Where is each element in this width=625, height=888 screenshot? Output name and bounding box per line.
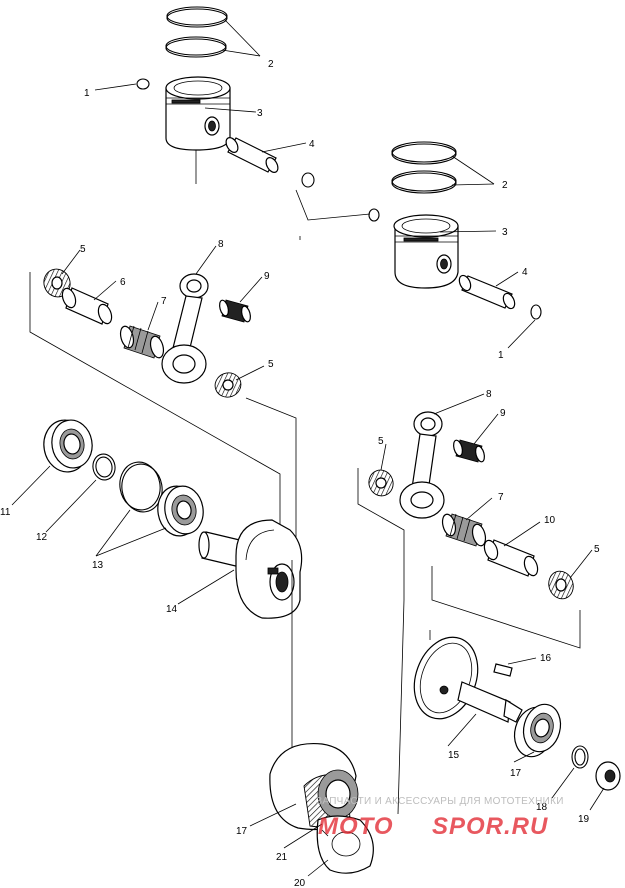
connecting-rod-right bbox=[399, 411, 445, 519]
outer-bearing-right bbox=[595, 761, 621, 791]
part-label: 9 bbox=[264, 271, 270, 282]
part-label: 1 bbox=[84, 88, 90, 99]
woodruff-key bbox=[493, 663, 513, 677]
part-label: 7 bbox=[498, 492, 504, 503]
part-label: 2 bbox=[502, 180, 508, 191]
part-label: 10 bbox=[544, 515, 556, 526]
piston-ring-right-lower bbox=[391, 170, 457, 194]
bearing-sleeve-right bbox=[483, 539, 539, 577]
circlip-left-upper bbox=[136, 78, 150, 90]
main-bearing-left bbox=[43, 419, 93, 473]
piston-ring-right-upper bbox=[391, 141, 457, 165]
thrust-washer-right-upper bbox=[368, 469, 394, 497]
piston-pin-right bbox=[458, 274, 516, 310]
part-label: 17 bbox=[236, 826, 248, 837]
part-label: 4 bbox=[522, 267, 528, 278]
piston-left bbox=[165, 76, 231, 151]
bearing-sleeve-left bbox=[61, 287, 113, 325]
part-label: 1 bbox=[498, 350, 504, 361]
part-label: 11 bbox=[0, 507, 11, 518]
piston-pin-left bbox=[225, 137, 279, 173]
part-label: 14 bbox=[166, 604, 178, 615]
part-label: 2 bbox=[268, 59, 274, 70]
thrust-washer-right-lower bbox=[548, 570, 574, 600]
part-label: 12 bbox=[36, 532, 48, 543]
part-number-labels: 1 2 3 4 2 3 4 1 5 6 7 8 9 5 8 9 5 7 10 5… bbox=[0, 59, 600, 888]
part-label: 7 bbox=[161, 296, 167, 307]
part-label: 6 bbox=[120, 277, 126, 288]
part-label: 17 bbox=[510, 768, 522, 779]
crankshaft-half-left bbox=[198, 519, 303, 619]
part-label: 5 bbox=[268, 359, 274, 370]
needle-bearing-right-lower bbox=[441, 513, 487, 547]
part-label: 8 bbox=[218, 239, 224, 250]
watermark-tagline: ЗАПЧАСТИ И АКСЕССУАРЫ ДЛЯ МОТОТЕХНИКИ bbox=[316, 796, 564, 807]
part-label: 20 bbox=[294, 878, 306, 888]
crankshaft-assembly bbox=[269, 742, 374, 874]
crankshaft-half-right bbox=[413, 636, 523, 723]
part-label: 3 bbox=[257, 108, 263, 119]
snap-ring-left bbox=[119, 461, 163, 513]
needle-bearing-left-upper bbox=[219, 299, 251, 323]
part-label: 21 bbox=[276, 852, 288, 863]
connecting-rod-left bbox=[161, 273, 209, 384]
part-label: 5 bbox=[80, 244, 86, 255]
watermark: ЗАПЧАСТИ И АКСЕССУАРЫ ДЛЯ МОТОТЕХНИКИ MO… bbox=[316, 796, 564, 840]
part-label: 16 bbox=[540, 653, 552, 664]
part-label: 3 bbox=[502, 227, 508, 238]
needle-bearing-right-upper bbox=[453, 439, 485, 463]
piston-ring-left-upper bbox=[166, 6, 228, 28]
part-label: 15 bbox=[448, 750, 460, 761]
needle-bearing-left-lower bbox=[119, 325, 165, 359]
leader-lines bbox=[11, 19, 605, 877]
circlip-right bbox=[530, 304, 542, 320]
part-label: 19 bbox=[578, 814, 590, 825]
part-label: 5 bbox=[378, 436, 384, 447]
watermark-logo-right: SPOR.RU bbox=[432, 813, 548, 840]
part-label: 9 bbox=[500, 408, 506, 419]
piston-ring-left-lower bbox=[165, 36, 227, 58]
part-label: 18 bbox=[536, 802, 548, 813]
part-label: 4 bbox=[309, 139, 315, 150]
main-bearing-right bbox=[513, 703, 562, 758]
part-label: 5 bbox=[594, 544, 600, 555]
seal-ring-left bbox=[92, 453, 116, 481]
part-label: 13 bbox=[92, 560, 104, 571]
seal-ring-right bbox=[571, 745, 589, 769]
thrust-washer-left-lower bbox=[214, 372, 242, 398]
piston-right bbox=[393, 214, 459, 289]
circlip-left-lower bbox=[301, 172, 315, 188]
part-label: 8 bbox=[486, 389, 492, 400]
ball-bearing-left bbox=[157, 485, 204, 537]
watermark-logo-left: MOTO bbox=[318, 813, 394, 840]
